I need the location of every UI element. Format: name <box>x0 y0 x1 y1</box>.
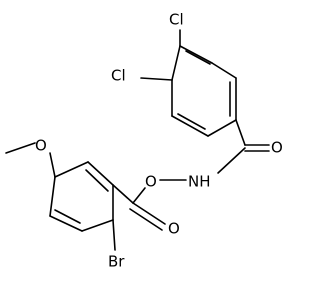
bond-to-cl <box>140 77 173 81</box>
bond <box>81 219 114 232</box>
atom-br: Br <box>108 253 125 271</box>
bond <box>54 161 89 178</box>
bond-to-o <box>49 152 56 178</box>
bond <box>171 45 181 81</box>
bond <box>49 176 56 217</box>
bond <box>235 119 246 146</box>
bond-to-br <box>112 219 116 251</box>
bond <box>171 115 209 137</box>
atom-o-amide-carbonyl: O <box>271 139 283 157</box>
bond-methyl <box>5 142 36 154</box>
bond-carbonyl <box>132 202 166 225</box>
bond <box>49 215 83 232</box>
atom-o-ester-carbonyl: O <box>168 220 180 238</box>
atom-cl-left: Cl <box>111 67 126 85</box>
atom-nh: NH <box>188 173 211 191</box>
bond <box>132 187 146 204</box>
bond-carbonyl <box>129 208 163 231</box>
atom-o-methoxy: O <box>35 137 47 155</box>
bond <box>179 45 213 64</box>
bond-lines <box>5 29 270 251</box>
bond <box>112 184 134 204</box>
bond-double <box>177 113 206 130</box>
bond <box>87 161 114 186</box>
bond <box>211 62 237 79</box>
bond <box>207 119 237 137</box>
bond-double <box>85 169 109 192</box>
atom-labels: Cl Cl O O NH O O Br <box>35 11 283 271</box>
bond-double <box>185 50 211 65</box>
atom-cl-top: Cl <box>169 11 184 29</box>
bond-double <box>54 209 81 224</box>
chemical-structure-diagram: Cl Cl O O NH O O Br <box>5 11 283 271</box>
bond <box>217 147 246 174</box>
atom-o-ester-linker: O <box>145 173 157 191</box>
